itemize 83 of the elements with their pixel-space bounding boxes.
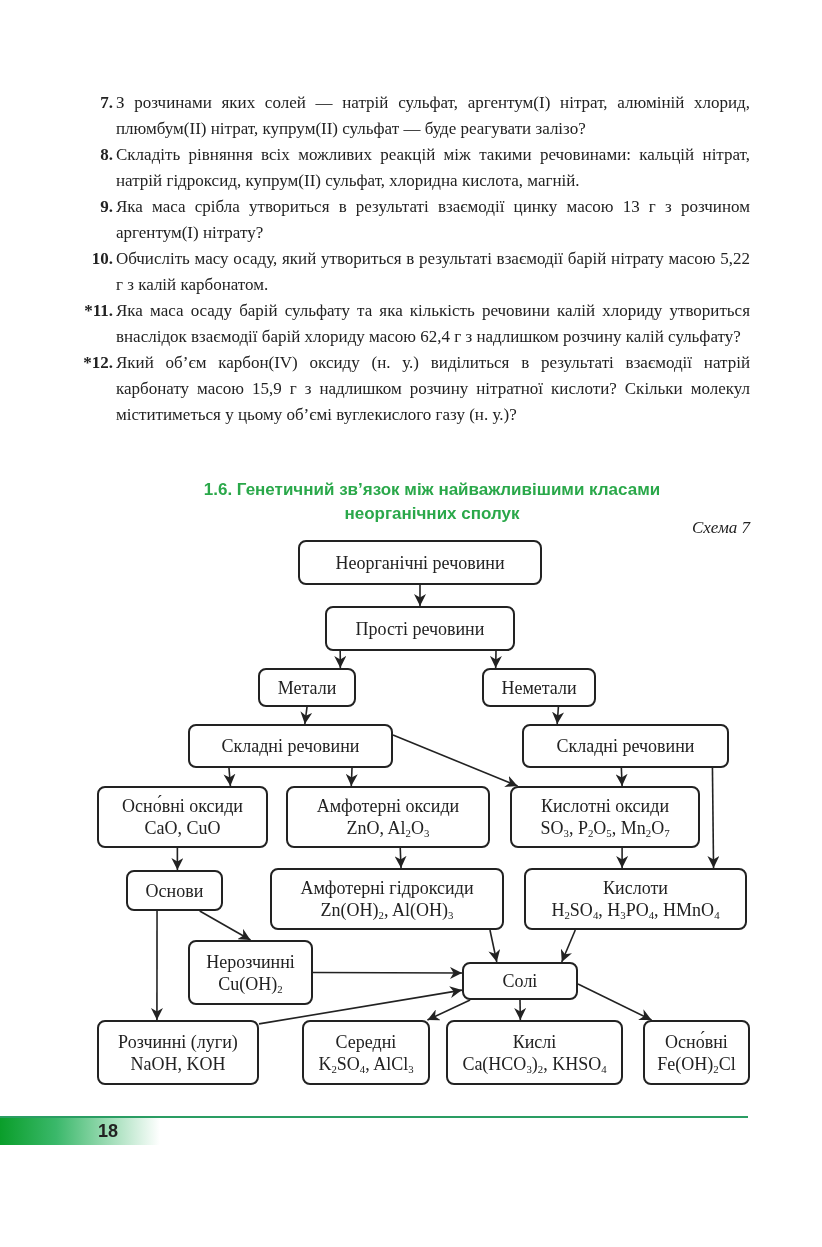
class-box <box>126 870 223 911</box>
arrow <box>392 734 519 787</box>
class-name: Розчинні (луги) <box>118 1030 238 1053</box>
class-name: Прості речовини <box>355 617 485 640</box>
class-box <box>97 786 268 848</box>
class-box <box>446 1020 623 1085</box>
page-number: 18 <box>98 1121 119 1142</box>
arrow <box>334 650 347 669</box>
arrow <box>489 650 502 669</box>
arrow <box>300 706 313 725</box>
class-box <box>188 940 313 1005</box>
class-box <box>258 668 356 707</box>
class-box <box>462 962 578 1000</box>
class-name: Амфотерні гідроксиди <box>300 877 474 899</box>
class-box <box>510 786 700 848</box>
arrow <box>150 910 163 1021</box>
class-name: Неметали <box>501 676 577 699</box>
arrow <box>488 929 501 963</box>
question-number: 7. <box>99 92 114 114</box>
formula-examples: Fe(OH)$_{2}$Cl <box>657 1052 736 1075</box>
scheme-caption: Схема 7 <box>691 518 750 538</box>
formula-examples: Ca(HCO$_{3}$)$_{2}$, KHSO$_{4}$ <box>462 1052 607 1075</box>
formula-examples: SO$_{3}$, P$_{2}$O$_{5}$, Mn$_{2}$O$_{7}$ <box>540 817 670 839</box>
class-name: Осно́вні оксиди <box>122 795 243 817</box>
class-name: Солі <box>502 970 538 992</box>
class-box <box>298 540 542 585</box>
class-box <box>286 786 490 848</box>
class-name: Метали <box>277 676 337 699</box>
arrow <box>312 967 463 979</box>
arrow <box>616 847 629 869</box>
section-heading: 1.6. Генетичний зв’язок між найважливішими класами неорганічних сполук <box>202 479 662 525</box>
question-number: 10. <box>90 248 114 270</box>
question-text: Який об’єм карбон(IV) оксиду (н. у.) виділиться в результаті взаємодії натрій карбонату масою 15,9 г з надлишком розчину нітратної кислоти? Скільки молекул міститиметься у цьому об’ємі вуглекислого газу (н. у.)? <box>116 352 750 426</box>
arrow <box>414 584 426 607</box>
arrow <box>345 767 358 787</box>
class-name: Неорганічні речовини <box>335 551 505 574</box>
arrow <box>707 767 720 869</box>
class-name: Нерозчинні <box>206 950 295 973</box>
formula-examples: NaOH, KOH <box>130 1052 226 1075</box>
class-box <box>188 724 393 768</box>
class-name: Кислоти <box>603 877 668 899</box>
class-box <box>302 1020 430 1085</box>
formula-examples: ZnO, Al$_{2}$O$_{3}$ <box>346 817 430 839</box>
class-name: Складні речовини <box>556 735 695 757</box>
formula-examples: Cu(OH)$_{2}$ <box>218 972 283 995</box>
class-box <box>643 1020 750 1085</box>
class-name: Кислотні оксиди <box>540 795 670 817</box>
arrow <box>615 767 628 787</box>
class-box <box>482 668 596 707</box>
arrow <box>223 767 236 787</box>
class-name: Основи <box>145 879 204 902</box>
class-name: Складні речовини <box>221 735 360 757</box>
formula-examples: CaO, CuO <box>144 817 221 839</box>
class-box <box>522 724 729 768</box>
class-box <box>325 606 515 651</box>
formula-examples: Zn(OH)$_{2}$, Al(OH)$_{3}$ <box>320 899 454 921</box>
class-box <box>270 868 504 930</box>
class-name: Кислі <box>512 1030 557 1053</box>
question-text: Яка маса осаду барій сульфату та яка кількість речовини калій хлориду утвориться внаслідок взаємодії барій хлориду масою 62,4 г з надлишком розчину калій сульфату? <box>116 300 750 348</box>
arrow <box>426 999 471 1021</box>
arrow <box>258 986 463 1025</box>
question-text: З розчинами яких солей — натрій сульфат, аргентум(I) нітрат, алюміній хлорид, плюмбум(II) нітрат, купрум(II) сульфат — буде реагувати залізо? <box>116 92 750 140</box>
arrow <box>514 999 527 1021</box>
arrow <box>394 847 407 869</box>
question-number: 8. <box>99 144 114 166</box>
class-box <box>97 1020 259 1085</box>
class-name: Амфотерні оксиди <box>316 795 460 817</box>
formula-examples: H$_{2}$SO$_{4}$, H$_{3}$PO$_{4}$, HMnO$_{4}$ <box>551 899 720 921</box>
question-text: Обчисліть масу осаду, який утвориться в результаті взаємодії барій нітрату масою 5,22 г з калій карбонатом. <box>116 248 750 296</box>
class-box <box>524 868 747 930</box>
formula-examples: K$_{2}$SO$_{4}$, AlCl$_{3}$ <box>318 1052 414 1075</box>
question-text: Складіть рівняння всіх можливих реакцій між такими речовинами: кальцій нітрат, натрій гідроксид, купрум(II) сульфат, хлоридна кислота, магній. <box>116 144 750 192</box>
question-number: *11. <box>83 300 114 322</box>
question-number: *12. <box>82 352 114 374</box>
question-text: Яка маса срібла утвориться в результаті взаємодії цинку масою 13 г з розчином аргентум(I) нітрату? <box>116 196 750 244</box>
arrow <box>171 847 184 871</box>
arrow <box>198 910 252 941</box>
question-number: 9. <box>99 196 114 218</box>
arrow <box>552 706 564 725</box>
arrow <box>577 983 653 1021</box>
class-name: Середні <box>335 1030 397 1053</box>
arrow <box>560 929 577 963</box>
class-name: Осно́вні <box>665 1030 728 1053</box>
